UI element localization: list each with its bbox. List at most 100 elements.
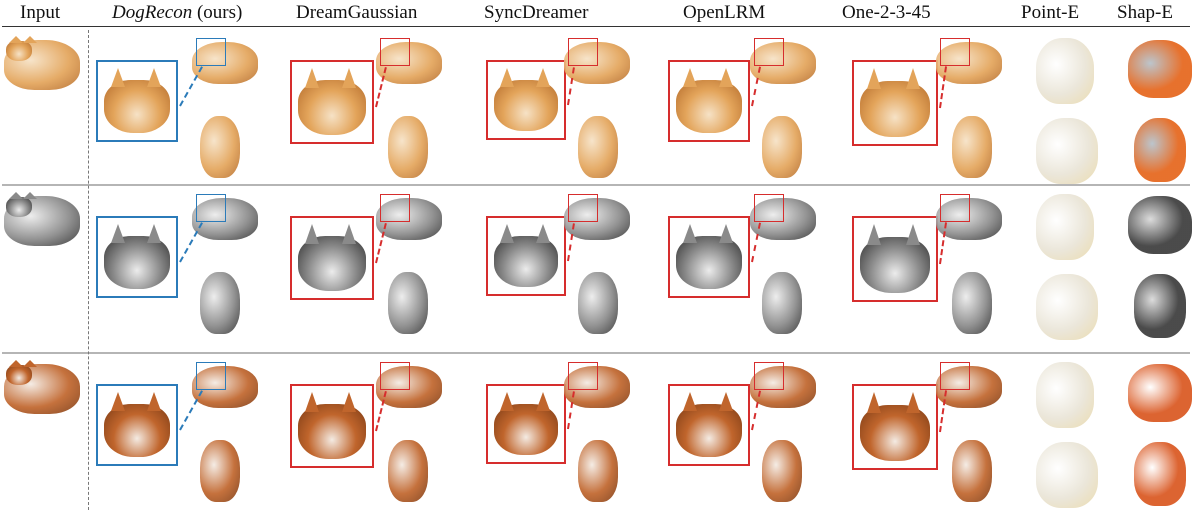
row-divider-2 xyxy=(2,352,1190,354)
head-box-basenji-1 xyxy=(380,362,410,390)
point-e-back-husky xyxy=(1036,274,1098,340)
zoomed-face-husky-2-ear-right xyxy=(535,224,550,243)
zoomed-face-corgi-1-ear-left xyxy=(304,68,319,88)
zoom-frame-corgi-1 xyxy=(290,60,374,144)
zoomed-face-husky-1-ear-left xyxy=(304,224,319,244)
zoomed-face-husky-0 xyxy=(104,235,170,289)
back-view-corgi-1 xyxy=(388,116,428,178)
zoom-frame-basenji-2 xyxy=(486,384,566,464)
zoom-frame-husky-2 xyxy=(486,216,566,296)
zoomed-face-corgi-0 xyxy=(104,79,170,133)
point-e-back-basenji xyxy=(1036,442,1098,508)
back-view-corgi-3 xyxy=(762,116,802,178)
column-header-syncdreamer: SyncDreamer xyxy=(484,2,589,23)
input-husky-head xyxy=(6,196,32,218)
zoomed-face-husky-4-ear-right xyxy=(905,224,920,245)
zoomed-face-husky-2 xyxy=(494,235,558,287)
dashed-link-husky-0 xyxy=(179,222,203,263)
zoomed-face-basenji-0-ear-right xyxy=(146,392,161,411)
zoomed-face-husky-3 xyxy=(676,235,742,289)
zoom-frame-husky-4 xyxy=(852,216,938,302)
zoom-frame-husky-1 xyxy=(290,216,374,300)
head-box-husky-0 xyxy=(196,194,226,222)
head-box-corgi-4 xyxy=(940,38,970,66)
back-view-basenji-4 xyxy=(952,440,992,502)
zoomed-face-corgi-2-ear-right xyxy=(535,68,550,87)
head-box-corgi-0 xyxy=(196,38,226,66)
zoom-frame-corgi-0 xyxy=(96,60,178,142)
zoomed-face-basenji-2-ear-left xyxy=(500,392,515,411)
point-e-front-basenji xyxy=(1036,362,1094,428)
zoomed-face-corgi-4 xyxy=(860,80,930,137)
header-rule xyxy=(2,26,1190,27)
zoomed-face-corgi-1 xyxy=(298,80,366,135)
zoom-frame-basenji-3 xyxy=(668,384,750,466)
head-box-husky-2 xyxy=(568,194,598,222)
zoom-frame-basenji-1 xyxy=(290,384,374,468)
back-view-basenji-2 xyxy=(578,440,618,502)
zoomed-face-basenji-0-ear-left xyxy=(110,392,125,411)
zoomed-face-corgi-4-ear-left xyxy=(867,68,881,89)
back-view-basenji-1 xyxy=(388,440,428,502)
input-basenji-head-ear-left xyxy=(8,360,23,367)
zoom-frame-husky-3 xyxy=(668,216,750,298)
head-box-basenji-0 xyxy=(196,362,226,390)
zoomed-face-husky-3-ear-left xyxy=(682,224,697,243)
dashed-link-basenji-0 xyxy=(179,390,203,431)
shap-e-front-husky xyxy=(1128,196,1192,254)
zoomed-face-corgi-2-ear-left xyxy=(500,68,515,87)
back-view-husky-4 xyxy=(952,272,992,334)
column-header-one-2-3-45: One-2-3-45 xyxy=(842,2,931,23)
shap-e-back-husky xyxy=(1134,274,1186,338)
zoomed-face-husky-1 xyxy=(298,236,366,291)
shap-e-back-corgi xyxy=(1134,118,1186,182)
head-box-husky-3 xyxy=(754,194,784,222)
zoomed-face-basenji-2 xyxy=(494,403,558,455)
zoom-frame-husky-0 xyxy=(96,216,178,298)
zoomed-face-basenji-1-ear-left xyxy=(304,392,319,412)
back-view-corgi-2 xyxy=(578,116,618,178)
point-e-front-husky xyxy=(1036,194,1094,260)
input-basenji-head xyxy=(6,364,32,386)
back-view-husky-0 xyxy=(200,272,240,334)
head-box-basenji-4 xyxy=(940,362,970,390)
zoomed-face-husky-3-ear-right xyxy=(718,224,733,243)
ours-suffix: (ours) xyxy=(192,2,243,23)
zoomed-face-husky-4 xyxy=(860,236,930,293)
zoomed-face-husky-4-ear-left xyxy=(867,224,881,245)
column-header-input: Input xyxy=(20,2,61,23)
head-box-basenji-2 xyxy=(568,362,598,390)
head-box-husky-4 xyxy=(940,194,970,222)
zoomed-face-corgi-2 xyxy=(494,79,558,131)
zoom-frame-corgi-3 xyxy=(668,60,750,142)
zoomed-face-basenji-1-ear-right xyxy=(342,392,357,412)
head-box-corgi-3 xyxy=(754,38,784,66)
zoom-frame-basenji-4 xyxy=(852,384,938,470)
zoom-frame-basenji-0 xyxy=(96,384,178,466)
column-header-dreamgaussian: DreamGaussian xyxy=(296,2,418,23)
zoomed-face-basenji-4-ear-left xyxy=(867,392,881,413)
zoomed-face-husky-2-ear-left xyxy=(500,224,515,243)
zoomed-face-corgi-3-ear-right xyxy=(718,68,733,87)
head-box-basenji-3 xyxy=(754,362,784,390)
head-box-husky-1 xyxy=(380,194,410,222)
zoom-frame-corgi-2 xyxy=(486,60,566,140)
zoomed-face-husky-0-ear-left xyxy=(110,224,125,243)
zoomed-face-basenji-2-ear-right xyxy=(535,392,550,411)
input-husky-head-ear-left xyxy=(8,192,23,199)
back-view-husky-3 xyxy=(762,272,802,334)
back-view-basenji-0 xyxy=(200,440,240,502)
zoomed-face-corgi-3-ear-left xyxy=(682,68,697,87)
zoomed-face-basenji-0 xyxy=(104,403,170,457)
zoomed-face-basenji-4 xyxy=(860,404,930,461)
shap-e-back-basenji xyxy=(1134,442,1186,506)
zoomed-face-basenji-1 xyxy=(298,404,366,459)
input-corgi-head xyxy=(6,40,32,62)
column-header-shap-e: Shap-E xyxy=(1117,2,1173,23)
zoomed-face-husky-0-ear-right xyxy=(146,224,161,243)
dashed-link-corgi-0 xyxy=(179,66,203,107)
shap-e-front-basenji xyxy=(1128,364,1192,422)
input-corgi-head-ear-right xyxy=(22,36,37,43)
zoomed-face-corgi-0-ear-left xyxy=(110,68,125,87)
zoomed-face-corgi-4-ear-right xyxy=(905,68,920,89)
